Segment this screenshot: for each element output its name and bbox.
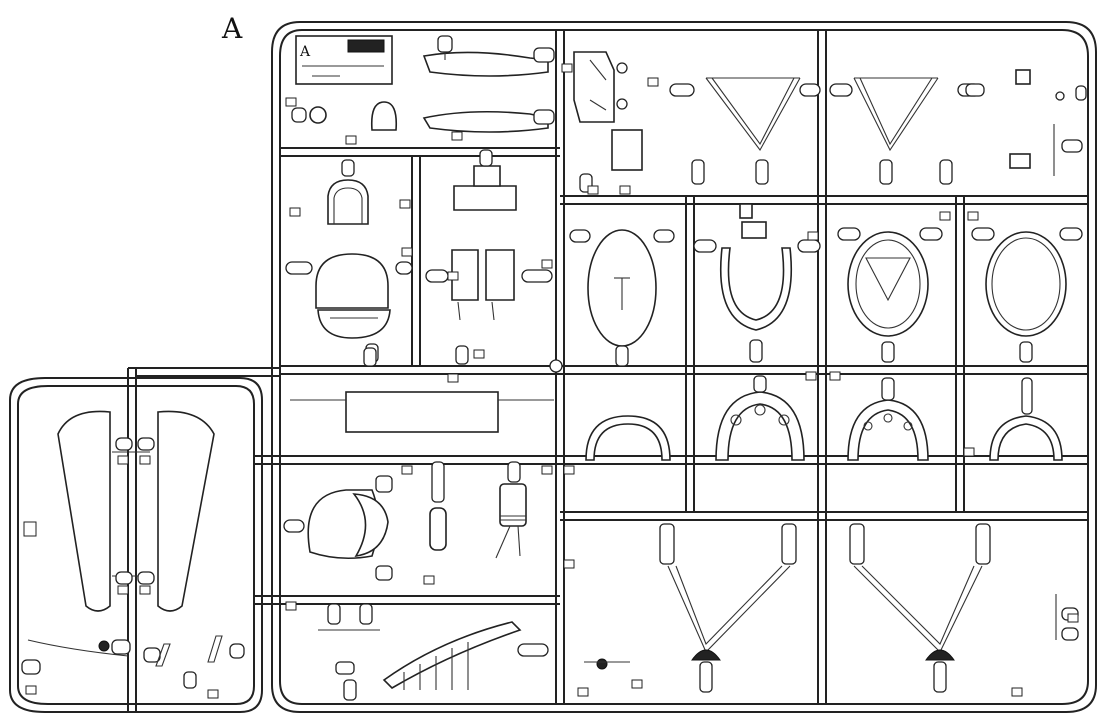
- sprue-label-plate: A: [295, 35, 393, 85]
- part-number-tags: [25, 63, 1079, 699]
- fuselage-parts: [422, 35, 555, 133]
- seat-parts: [425, 249, 553, 321]
- right-edge-small-parts: [579, 69, 1087, 641]
- oval-panels: [569, 229, 675, 367]
- svg-text:A: A: [299, 44, 311, 60]
- lower-v-struts: [659, 523, 991, 693]
- u-frame-part: [693, 221, 821, 363]
- frame-ring-a: [837, 227, 943, 363]
- engine-frame-part: [573, 51, 643, 171]
- upper-v-struts: [669, 77, 981, 185]
- wing-strut-parts: [23, 410, 215, 612]
- sprue-frame-letter: A: [221, 12, 243, 45]
- horizontal-runners: [254, 147, 1088, 605]
- small-round-parts: [291, 101, 398, 225]
- left-sprue-frame: [9, 367, 280, 713]
- bottom-small-parts: [318, 603, 630, 701]
- lower-left-parts: [283, 461, 527, 581]
- long-bar-part: [290, 345, 563, 433]
- cowling-part: [285, 253, 413, 363]
- left-bottom-small-parts: [21, 635, 245, 689]
- vertical-runners: [411, 30, 965, 704]
- arch-ribs: [585, 375, 1063, 461]
- frame-ring-b: [971, 227, 1083, 363]
- radiator-part: [453, 149, 517, 211]
- main-sprue-frame: [271, 21, 1097, 713]
